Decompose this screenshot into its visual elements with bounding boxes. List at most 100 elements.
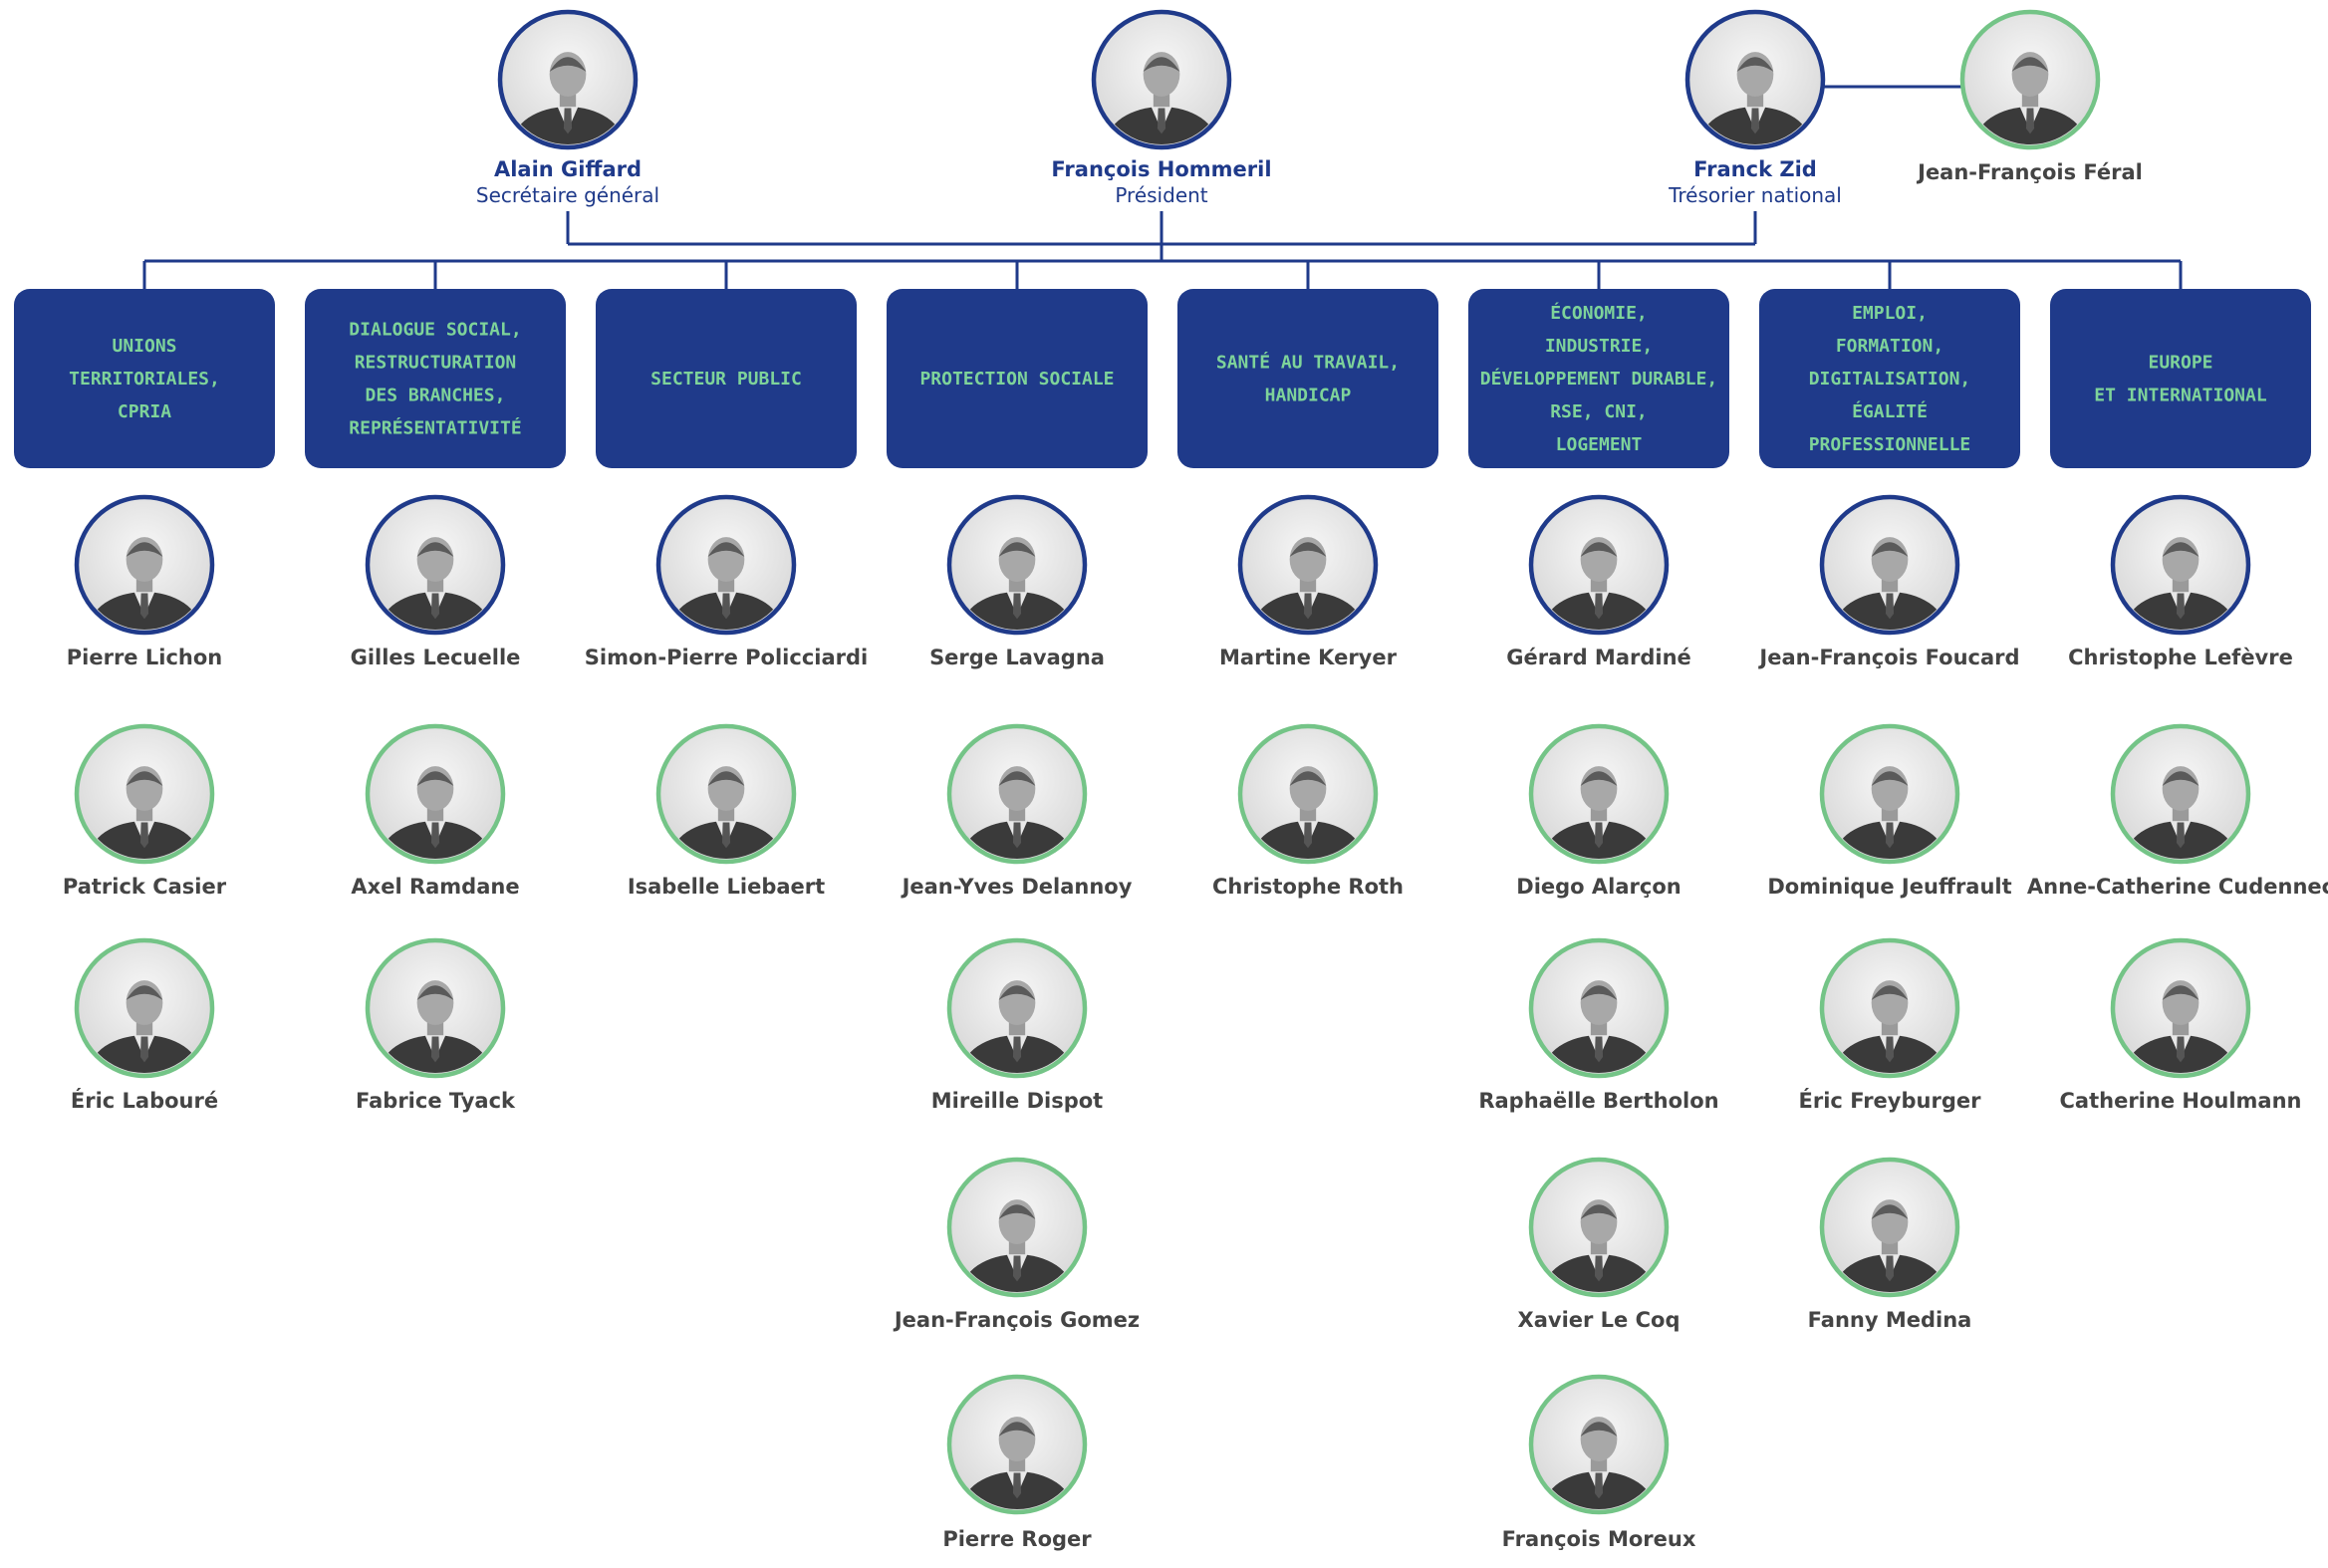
avatar-ring <box>2110 494 2251 636</box>
avatar-ring <box>1528 723 1670 865</box>
member-name: Pierre Lichon <box>67 646 222 669</box>
department-emploi: EMPLOI,FORMATION,DIGITALISATION,ÉGALITÉP… <box>1757 289 2020 1332</box>
member-name: Patrick Casier <box>63 875 227 899</box>
department-title-line: ÉGALITÉ <box>1852 400 1928 422</box>
person-silhouette-icon <box>380 766 491 859</box>
department-title-line: DIGITALISATION, <box>1809 369 1971 390</box>
avatar-ring <box>655 723 797 865</box>
avatar-christophe-lefevre <box>2110 494 2251 636</box>
person-silhouette-icon <box>1974 52 2086 144</box>
member-name: Diego Alarçon <box>1516 875 1681 899</box>
avatar-fabrice-tyack <box>365 937 506 1079</box>
person-silhouette-icon <box>380 980 491 1073</box>
department-box <box>1759 289 2020 468</box>
department-title-line: ÉCONOMIE, <box>1550 302 1648 324</box>
avatar-ring <box>1819 723 1960 865</box>
person-silhouette-icon <box>89 537 200 630</box>
avatar-raphaelle-bertholon <box>1528 937 1670 1079</box>
leader-role: Secrétaire général <box>476 183 659 207</box>
avatar-martine-keryer <box>1237 494 1379 636</box>
member-name: Mireille Dispot <box>931 1089 1103 1113</box>
avatar-catherine-houlmann <box>2110 937 2251 1079</box>
avatar-ring <box>946 937 1088 1079</box>
avatar-francois-moreux <box>1528 1374 1670 1515</box>
member-name: Éric Labouré <box>71 1088 218 1113</box>
member-name: Serge Lavagna <box>929 646 1105 669</box>
person-silhouette-icon <box>1543 766 1655 859</box>
person-silhouette-icon <box>1543 1199 1655 1292</box>
person-silhouette-icon <box>961 1199 1073 1292</box>
avatar-ring <box>655 494 797 636</box>
department-box <box>887 289 1148 468</box>
member-name: Fabrice Tyack <box>356 1089 516 1113</box>
avatar-ring <box>2110 937 2251 1079</box>
member-name: Jean-Yves Delannoy <box>901 875 1133 899</box>
person-silhouette-icon <box>1699 52 1811 144</box>
department-title-line: ET INTERNATIONAL <box>2094 386 2267 406</box>
person-silhouette-icon <box>961 980 1073 1073</box>
avatar-pierre-lichon <box>74 494 215 636</box>
avatar-patrick-casier <box>74 723 215 865</box>
avatar-axel-ramdane <box>365 723 506 865</box>
person-silhouette-icon <box>1252 766 1364 859</box>
avatar-ring <box>1528 937 1670 1079</box>
avatar-ring <box>365 494 506 636</box>
avatar-ring <box>1819 937 1960 1079</box>
person-silhouette-icon <box>1543 980 1655 1073</box>
department-box <box>305 289 566 468</box>
department-title-line: CPRIA <box>118 401 171 422</box>
person-silhouette-icon <box>89 766 200 859</box>
member-name: François Moreux <box>1502 1527 1696 1551</box>
avatar-simon-pierre-policciardi <box>655 494 797 636</box>
avatar-ring <box>1237 494 1379 636</box>
avatar-ring <box>74 937 215 1079</box>
department-title-line: UNIONS <box>112 336 176 357</box>
avatar-gilles-lecuelle <box>365 494 506 636</box>
person-silhouette-icon <box>961 537 1073 630</box>
department-title-line: REPRÉSENTATIVITÉ <box>349 417 521 439</box>
avatar-ring <box>1091 9 1232 150</box>
avatar-diego-alarcon <box>1528 723 1670 865</box>
member-name: Raphaëlle Bertholon <box>1478 1089 1718 1113</box>
department-title-line: PROTECTION SOCIALE <box>919 369 1114 390</box>
avatar-ring <box>2110 723 2251 865</box>
department-box <box>14 289 275 468</box>
department-title-line: LOGEMENT <box>1556 434 1643 455</box>
avatar-ring <box>1237 723 1379 865</box>
avatar-francois-hommeril <box>1091 9 1232 150</box>
connector-lines <box>142 85 2183 289</box>
department-box <box>596 289 857 468</box>
avatar-dominique-jeuffrault <box>1819 723 1960 865</box>
person-silhouette-icon <box>1834 980 1945 1073</box>
member-name: Jean-François Gomez <box>893 1308 1140 1332</box>
department-title-line: SECTEUR PUBLIC <box>650 369 802 390</box>
avatar-eric-laboure <box>74 937 215 1079</box>
avatar-ring <box>1819 494 1960 636</box>
avatar-ring <box>497 9 639 150</box>
member-name: Gérard Mardiné <box>1506 646 1691 669</box>
member-name: Anne-Catherine Cudennec <box>2027 875 2328 899</box>
avatar-jean-francois-foucard <box>1819 494 1960 636</box>
avatar-ring <box>946 1374 1088 1515</box>
avatar-ring <box>365 937 506 1079</box>
department-title-line: DIALOGUE SOCIAL, <box>349 320 521 341</box>
avatar-ring <box>1528 1157 1670 1298</box>
department-title-line: TERRITORIALES, <box>69 369 220 390</box>
person-silhouette-icon <box>380 537 491 630</box>
department-title-line: FORMATION, <box>1836 336 1943 357</box>
leader-name: Alain Giffard <box>494 157 642 181</box>
department-box <box>2050 289 2311 468</box>
avatar-ring <box>1684 9 1826 150</box>
member-name: Simon-Pierre Policciardi <box>585 646 868 669</box>
avatar-christophe-roth <box>1237 723 1379 865</box>
person-silhouette-icon <box>1543 537 1655 630</box>
avatar-mireille-dispot <box>946 937 1088 1079</box>
person-silhouette-icon <box>1834 1199 1945 1292</box>
avatar-jean-yves-delannoy <box>946 723 1088 865</box>
avatar-ring <box>946 1157 1088 1298</box>
avatar-jean-francois-gomez <box>946 1157 1088 1298</box>
person-silhouette-icon <box>670 766 782 859</box>
avatar-isabelle-liebaert <box>655 723 797 865</box>
department-title-line: EMPLOI, <box>1852 303 1928 324</box>
